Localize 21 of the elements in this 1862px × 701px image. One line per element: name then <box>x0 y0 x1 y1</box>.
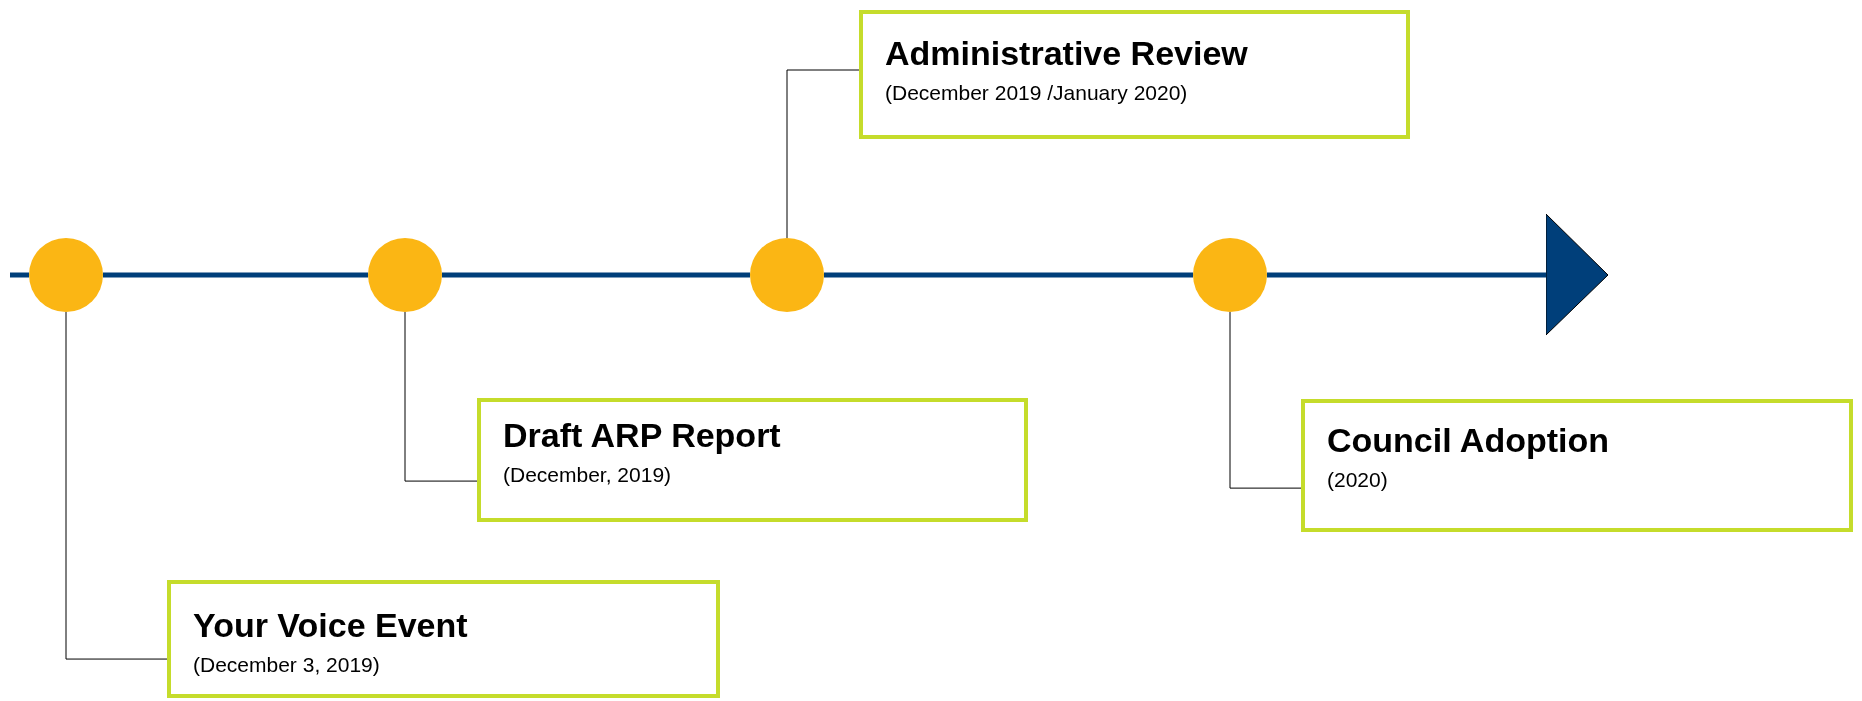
milestone-box <box>1301 399 1853 532</box>
milestone-date: (December 2019 /January 2020) <box>885 81 1189 105</box>
milestone-title: Draft ARP Report <box>503 416 782 455</box>
timeline-line <box>10 272 29 278</box>
milestone-date: (December 3, 2019) <box>193 653 381 677</box>
milestone-title: Council Adoption <box>1327 421 1610 460</box>
timeline-line <box>442 272 750 278</box>
leader-line <box>404 311 478 482</box>
timeline-line <box>103 272 368 278</box>
milestone-title: Your Voice Event <box>193 606 469 645</box>
milestone-box <box>859 10 1410 139</box>
leader-line <box>65 311 168 660</box>
milestone-title: Administrative Review <box>885 34 1249 73</box>
leader-line <box>786 69 860 239</box>
milestone-date: (December, 2019) <box>503 463 673 487</box>
milestone-box <box>477 398 1028 522</box>
leader-line <box>1229 311 1302 489</box>
timeline-line <box>824 272 1193 278</box>
timeline-arrow <box>1267 213 1609 336</box>
milestone-date: (2020) <box>1327 468 1389 492</box>
milestone-box <box>167 580 720 698</box>
